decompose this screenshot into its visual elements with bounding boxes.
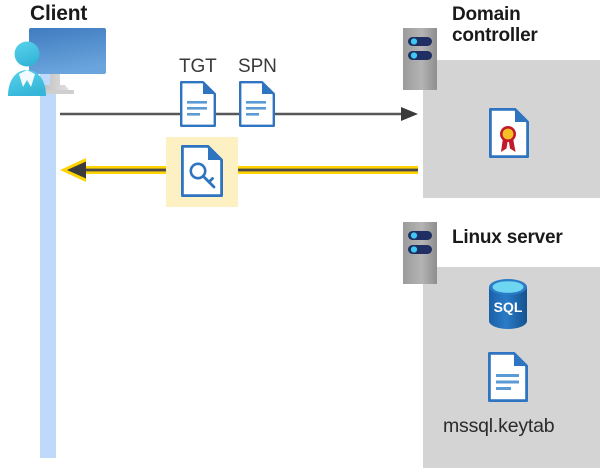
sql-badge-text: SQL <box>494 299 523 315</box>
client-lifeline <box>40 74 56 458</box>
client-title: Client <box>30 2 88 25</box>
tgt-label: TGT <box>179 56 217 77</box>
document-icon <box>488 352 528 402</box>
keytab-file-label: mssql.keytab <box>443 415 555 437</box>
arrow-left-icon <box>60 157 418 183</box>
domain-controller-title-line1: Domain <box>452 4 521 25</box>
certificate-document-icon <box>489 108 529 158</box>
sql-database-icon: SQL <box>485 278 531 330</box>
arrow-right-icon <box>60 104 418 124</box>
document-icon <box>239 81 275 127</box>
spn-label: SPN <box>238 56 277 77</box>
server-rack-icon <box>403 28 437 90</box>
domain-controller-title-line2: controller <box>452 25 538 47</box>
linux-server-title: Linux server <box>452 227 563 248</box>
domain-controller-title: Domain controller <box>452 4 592 47</box>
key-document-icon <box>181 145 223 197</box>
server-rack-icon <box>403 222 437 284</box>
client-user-monitor-icon <box>6 26 108 98</box>
document-icon <box>180 81 216 127</box>
